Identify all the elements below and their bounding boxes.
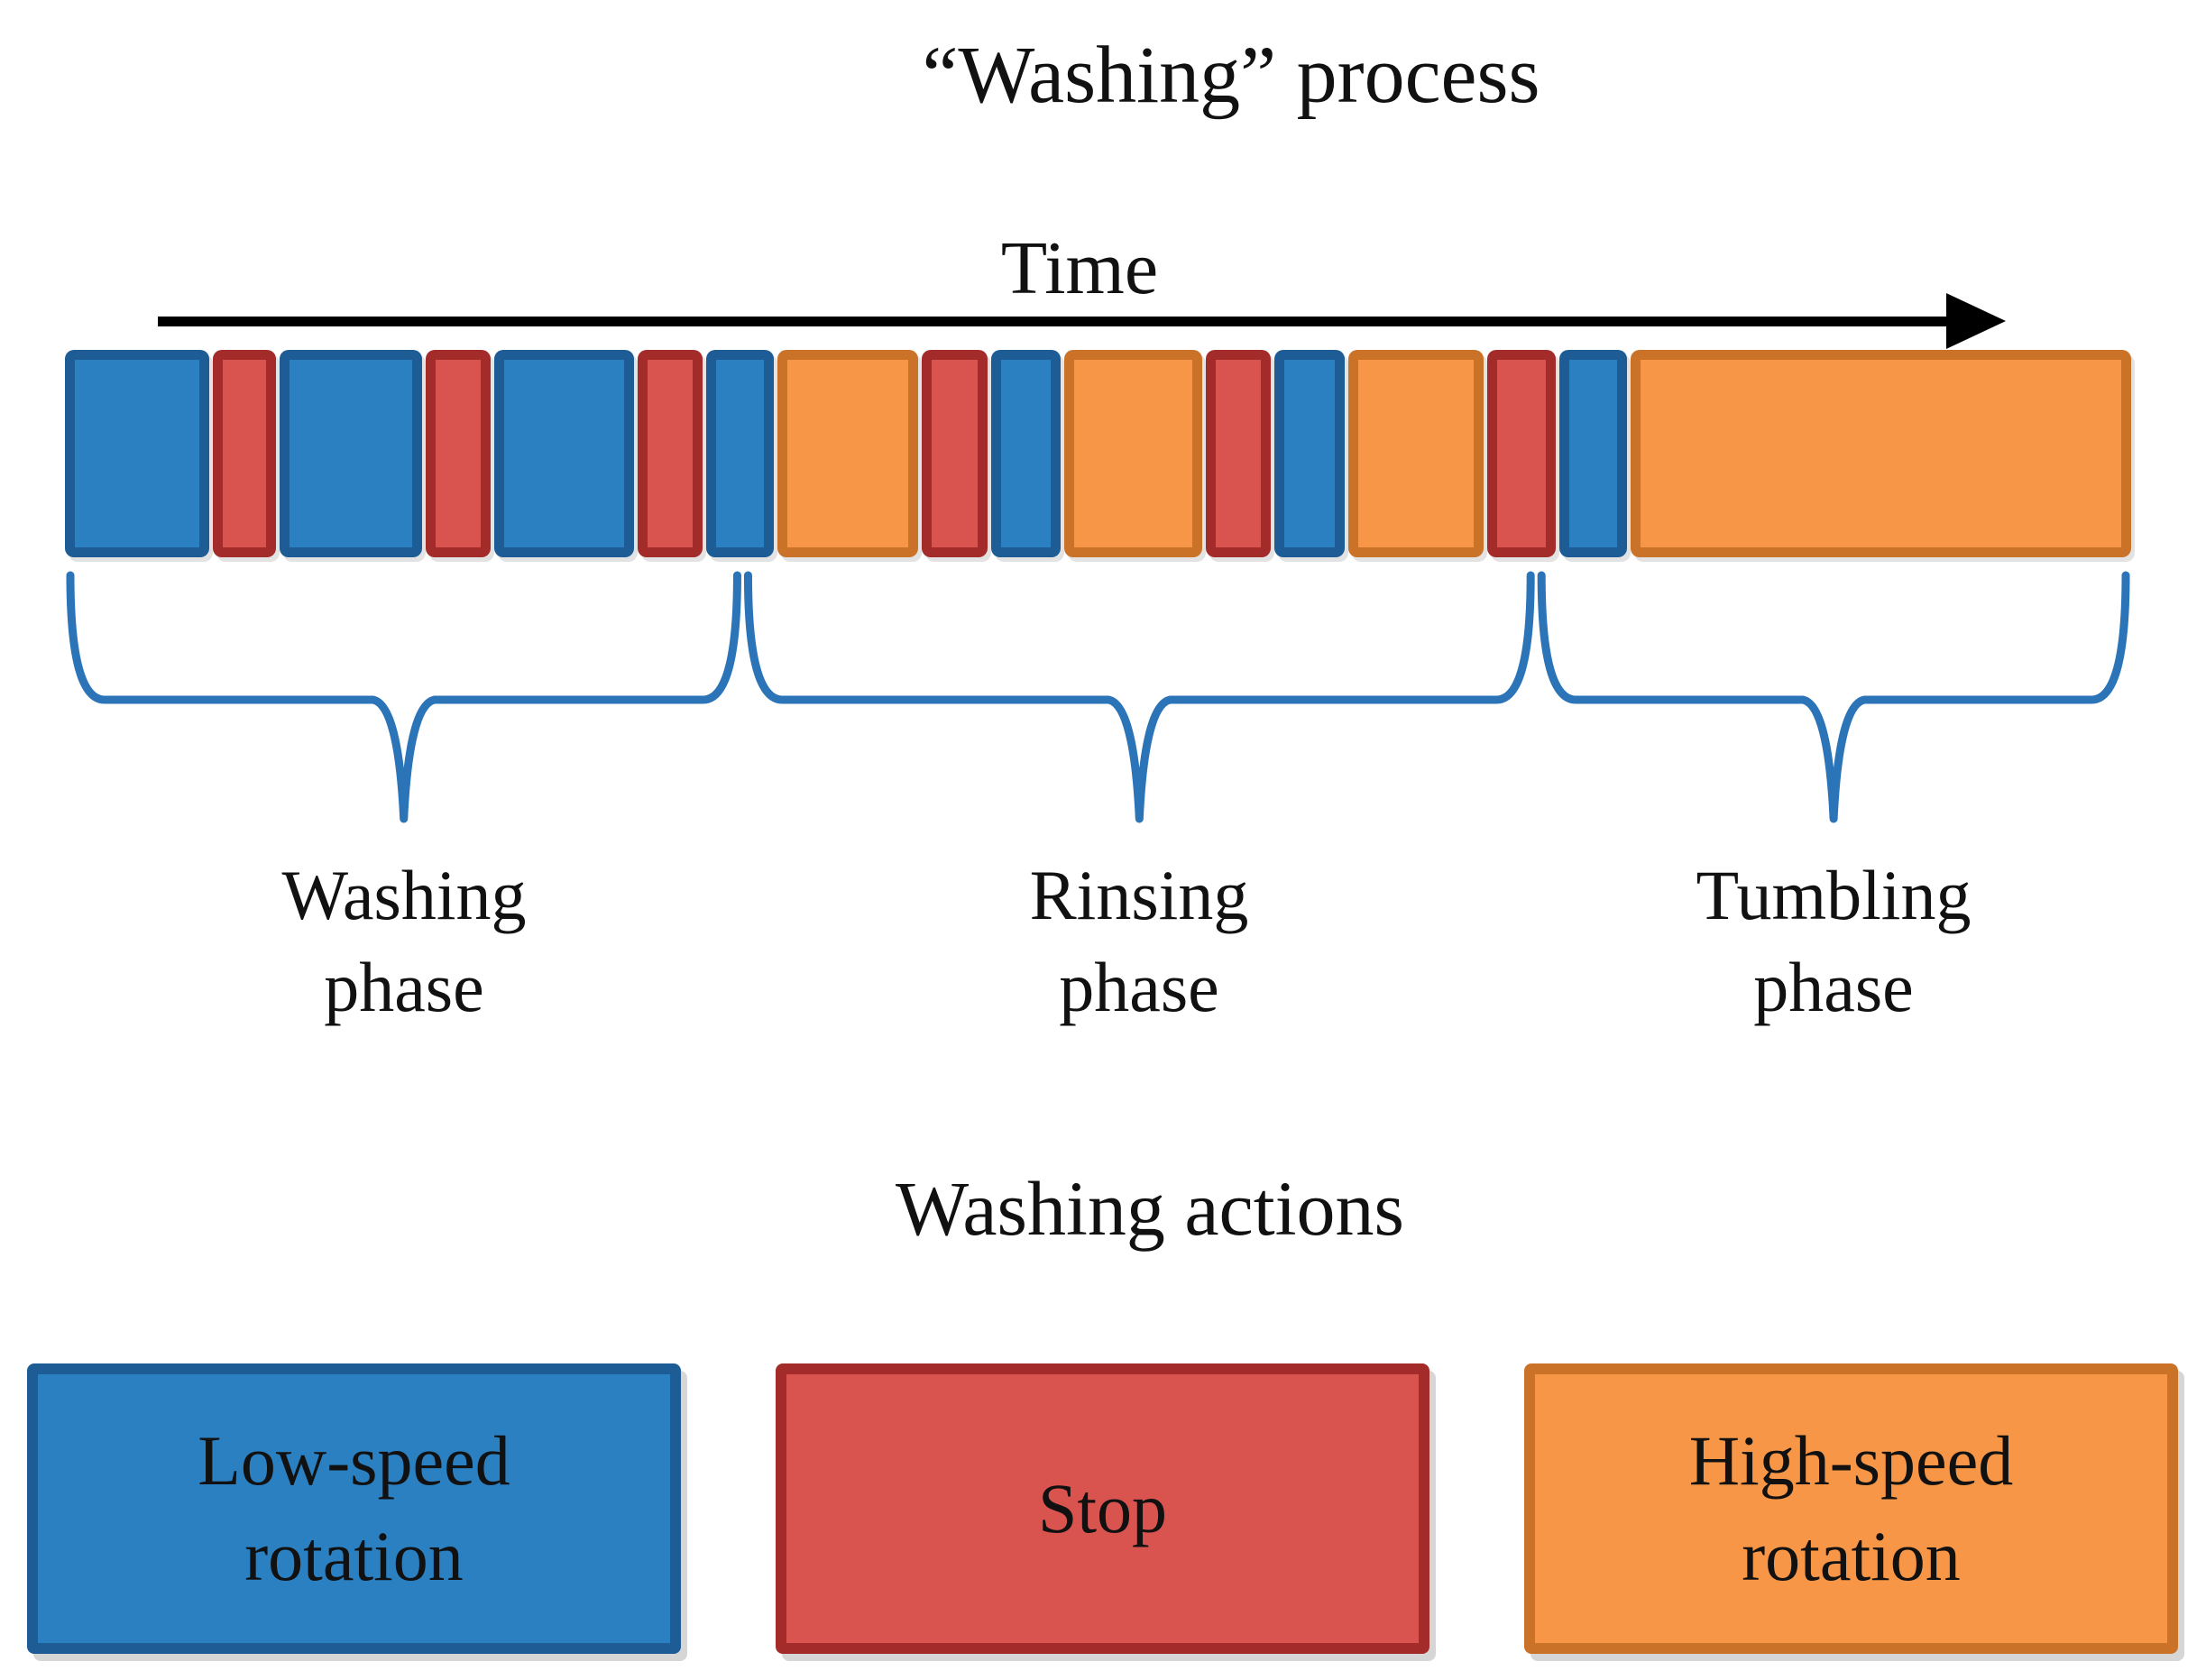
timeline-segment-high-speed-rotation (1063, 350, 1202, 557)
phase-label-line1: Tumbling (1696, 856, 1972, 934)
timeline-segment-low-speed-rotation (1558, 350, 1627, 557)
timeline-segment-low-speed-rotation (494, 350, 634, 557)
legend-item-stop: Stop (776, 1363, 1429, 1654)
phase-brace-tumbling (1537, 571, 2130, 823)
timeline-segment-low-speed-rotation (280, 350, 422, 557)
phase-label-line1: Washing (281, 856, 527, 934)
timeline-segment-stop (1205, 350, 1271, 557)
time-arrow-line (158, 317, 1948, 326)
timeline-segment-stop (212, 350, 277, 557)
timeline-segment-low-speed-rotation (1273, 350, 1346, 557)
timeline-segment-stop (922, 350, 988, 557)
timeline-segment-stop (1487, 350, 1556, 557)
legend-heading: Washing actions (896, 1165, 1404, 1252)
legend-label-line1: Stop (1037, 1469, 1168, 1547)
timeline-segment-stop (637, 350, 703, 557)
phase-brace-rinsing (743, 571, 1535, 823)
phase-label-tumbling: Tumbling phase (1696, 849, 1972, 1033)
phase-label-line2: phase (1753, 948, 1914, 1026)
timeline-segment-low-speed-rotation (705, 350, 775, 557)
timeline-segment-low-speed-rotation (990, 350, 1061, 557)
phase-braces (66, 571, 2130, 823)
time-arrow-head-icon (1946, 293, 2006, 349)
phase-label-line2: phase (1059, 948, 1219, 1026)
timeline-segment-high-speed-rotation (777, 350, 919, 557)
timeline-segment-stop (425, 350, 492, 557)
phase-brace-washing (66, 571, 741, 823)
action-timeline-bar (65, 350, 2131, 557)
legend-label-line1: High-speed (1688, 1421, 2014, 1500)
phase-label-washing: Washing phase (281, 849, 526, 1033)
phase-label-rinsing: Rinsing phase (1030, 849, 1249, 1033)
phase-label-line1: Rinsing (1029, 856, 1249, 934)
phase-label-line2: phase (324, 948, 484, 1026)
legend-label-line2: rotation (1742, 1517, 1961, 1595)
timeline-segment-high-speed-rotation (1630, 350, 2131, 557)
legend-label-line1: Low-speed (198, 1421, 510, 1500)
legend-item-high-speed-rotation: High-speed rotation (1524, 1363, 2178, 1654)
timeline-segment-high-speed-rotation (1348, 350, 1484, 557)
legend-item-low-speed-rotation: Low-speed rotation (27, 1363, 681, 1654)
legend-label-line2: rotation (244, 1517, 464, 1595)
figure-title: “Washing” process (922, 31, 1540, 120)
time-axis-label: Time (1000, 226, 1159, 310)
timeline-segment-low-speed-rotation (65, 350, 209, 557)
